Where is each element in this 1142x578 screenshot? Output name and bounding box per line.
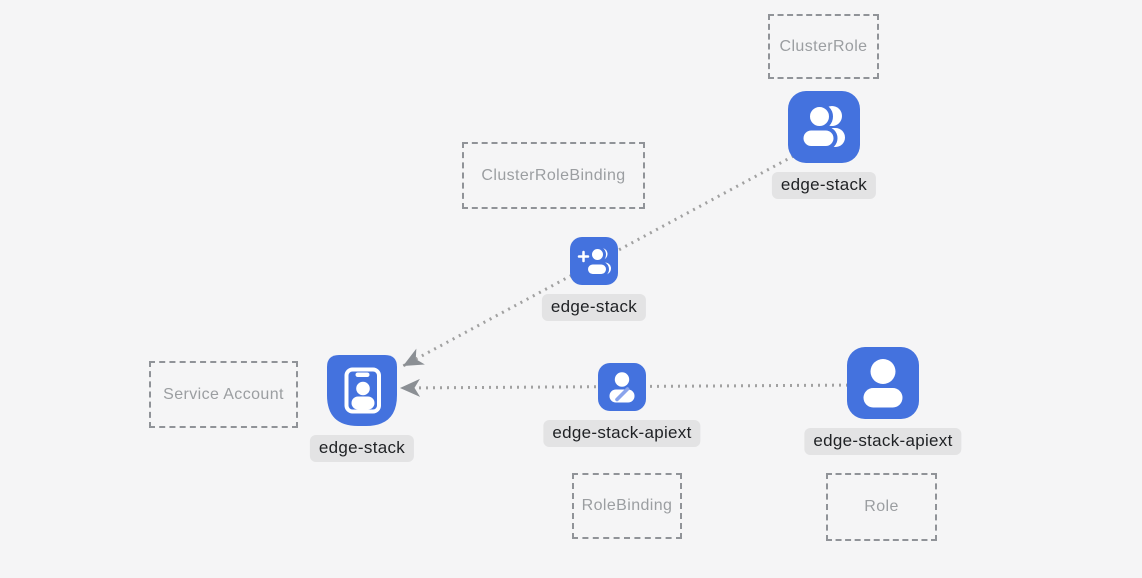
- node-label-chip: edge-stack: [541, 294, 647, 321]
- id-badge-icon: [327, 355, 397, 426]
- type-box-clusterrole: ClusterRole: [768, 14, 879, 79]
- node-label-chip: edge-stack-apiext: [804, 428, 962, 455]
- type-box-label: RoleBinding: [581, 497, 673, 514]
- person-edit-icon: [598, 363, 646, 411]
- node-label-chip: edge-stack-apiext: [543, 420, 701, 447]
- node-serviceaccount-edge-stack: edge-stack: [309, 355, 415, 462]
- type-box-label: ClusterRole: [779, 37, 868, 55]
- type-box-serviceaccount: Service Account: [149, 361, 298, 428]
- type-box-rolebinding: RoleBinding: [572, 473, 682, 539]
- node-clusterrolebinding-edge-stack: edge-stack: [541, 237, 647, 321]
- type-box-label: ClusterRoleBinding: [481, 166, 626, 184]
- type-box-clusterrolebinding: ClusterRoleBinding: [462, 142, 645, 209]
- type-box-label: Service Account: [163, 385, 284, 403]
- person-add-icon: [570, 237, 618, 285]
- node-label-chip: edge-stack: [771, 172, 877, 199]
- node-clusterrole-edge-stack: edge-stack: [771, 91, 877, 199]
- people-icon: [788, 91, 860, 163]
- node-rolebinding-edge-stack-apiext: edge-stack-apiext: [543, 363, 701, 447]
- person-icon: [847, 347, 919, 419]
- node-label-chip: edge-stack: [309, 435, 415, 462]
- type-box-label: Role: [864, 498, 899, 515]
- type-box-role: Role: [826, 473, 937, 541]
- node-role-edge-stack-apiext: edge-stack-apiext: [804, 347, 962, 455]
